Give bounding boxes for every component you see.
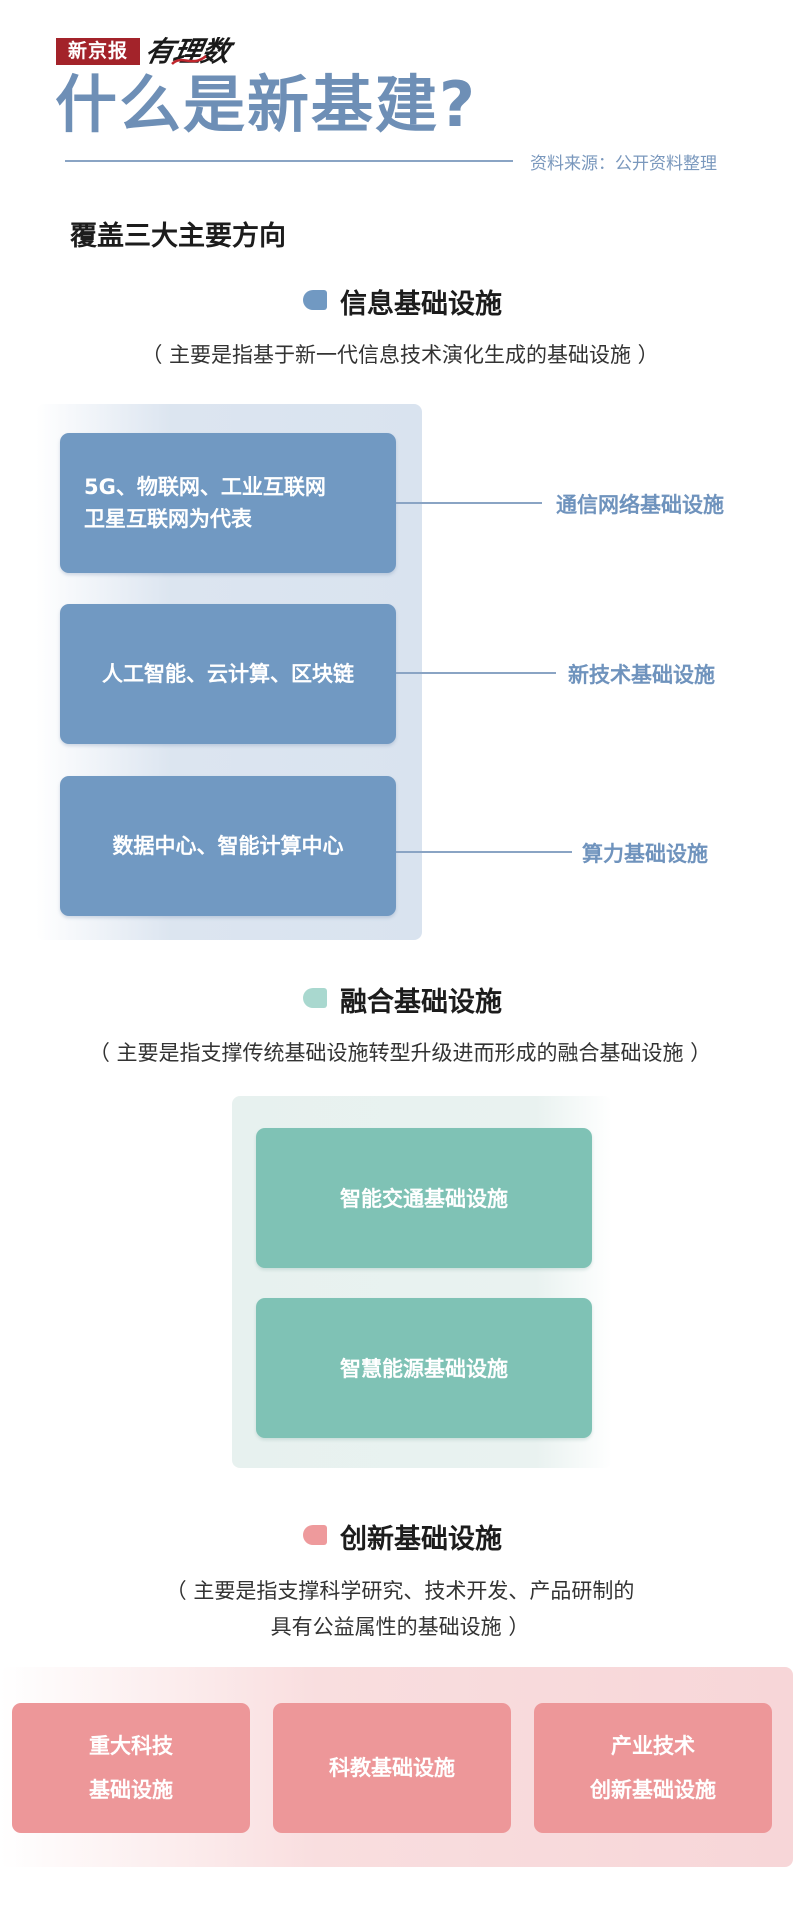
connector-line — [396, 502, 542, 504]
brand-swoosh-icon — [171, 54, 207, 65]
info-label-newtech: 新技术基础设施 — [568, 663, 715, 687]
info-card-communication: 5G、物联网、工业互联网 卫星互联网为代表 — [60, 433, 396, 573]
info-label-computing: 算力基础设施 — [582, 842, 708, 866]
card-line: 产业技术 — [611, 1734, 695, 1758]
info-section-title: 信息基础设施 — [340, 289, 502, 320]
innovation-card-major: 重大科技 基础设施 — [12, 1703, 250, 1833]
title-divider — [65, 160, 513, 162]
fusion-marker-icon — [303, 988, 327, 1008]
fusion-section-desc: （ 主要是指支撑传统基础设施转型升级进而形成的融合基础设施 ） — [88, 1041, 712, 1065]
innovation-card-education: 科教基础设施 — [273, 1703, 511, 1833]
connector-line — [396, 851, 572, 853]
source-note: 资料来源：公开资料整理 — [530, 154, 717, 174]
card-line: 卫星互联网为代表 — [84, 507, 252, 531]
info-marker-icon — [303, 290, 327, 310]
innovation-section-title: 创新基础设施 — [340, 1524, 502, 1555]
fusion-section-title: 融合基础设施 — [340, 987, 502, 1018]
card-line: 重大科技 — [89, 1734, 173, 1758]
info-card-newtech: 人工智能、云计算、区块链 — [60, 604, 396, 744]
connector-line — [396, 672, 556, 674]
logo: 新京报 — [56, 38, 140, 65]
fusion-card-energy: 智慧能源基础设施 — [256, 1298, 592, 1438]
innovation-section-desc-2: 具有公益属性的基础设施 ） — [270, 1615, 530, 1639]
card-line: 基础设施 — [89, 1778, 173, 1802]
info-label-communication: 通信网络基础设施 — [556, 493, 724, 517]
section-subheading: 覆盖三大主要方向 — [70, 221, 286, 252]
innovation-card-industry: 产业技术 创新基础设施 — [534, 1703, 772, 1833]
card-line: 创新基础设施 — [590, 1778, 716, 1802]
card-line: 科教基础设施 — [329, 1756, 455, 1780]
fusion-card-transport: 智能交通基础设施 — [256, 1128, 592, 1268]
card-line: 数据中心、智能计算中心 — [112, 834, 344, 858]
info-card-computing: 数据中心、智能计算中心 — [60, 776, 396, 916]
innovation-section-desc-1: （ 主要是指支撑科学研究、技术开发、产品研制的 — [165, 1579, 635, 1603]
card-line: 5G、物联网、工业互联网 — [84, 475, 326, 499]
page-title: 什么是新基建? — [55, 68, 477, 141]
info-section-desc: （ 主要是指基于新一代信息技术演化生成的基础设施 ） — [141, 343, 659, 367]
innovation-marker-icon — [303, 1525, 327, 1545]
card-line: 人工智能、云计算、区块链 — [102, 662, 354, 686]
